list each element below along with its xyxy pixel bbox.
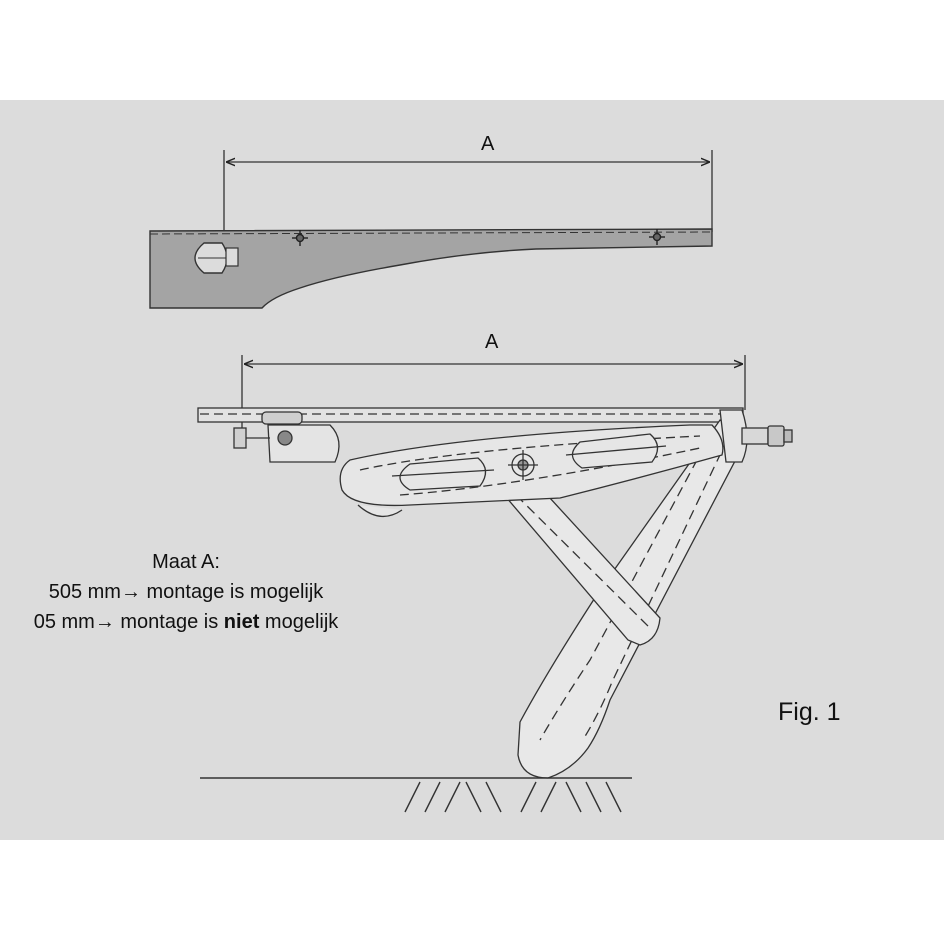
rivet-1	[292, 230, 308, 246]
note-heading: Maat A:	[152, 551, 220, 573]
note-line-2-prefix: 05 mm→ montage is	[33, 611, 224, 633]
chassis-bracket	[149, 228, 713, 309]
note-line-2: 05 mm→ montage is niet mogelijk	[0, 607, 412, 637]
stabilizer-assembly	[197, 407, 793, 779]
rivet-2	[649, 229, 665, 245]
note-line-2-emphasis: niet	[223, 611, 260, 633]
measurement-note: Maat A: 505 mm→ montage is mogelijk 05 m…	[0, 547, 412, 637]
note-line-2-suffix: mogelijk	[259, 611, 339, 633]
dimension-label-bottom: A	[485, 331, 499, 353]
ground-hatching	[404, 781, 622, 813]
note-line-1: 505 mm→ montage is mogelijk	[48, 581, 324, 603]
dimension-label-top: A	[481, 133, 495, 155]
slot-hole	[194, 242, 239, 274]
figure-label: Fig. 1	[778, 698, 841, 726]
